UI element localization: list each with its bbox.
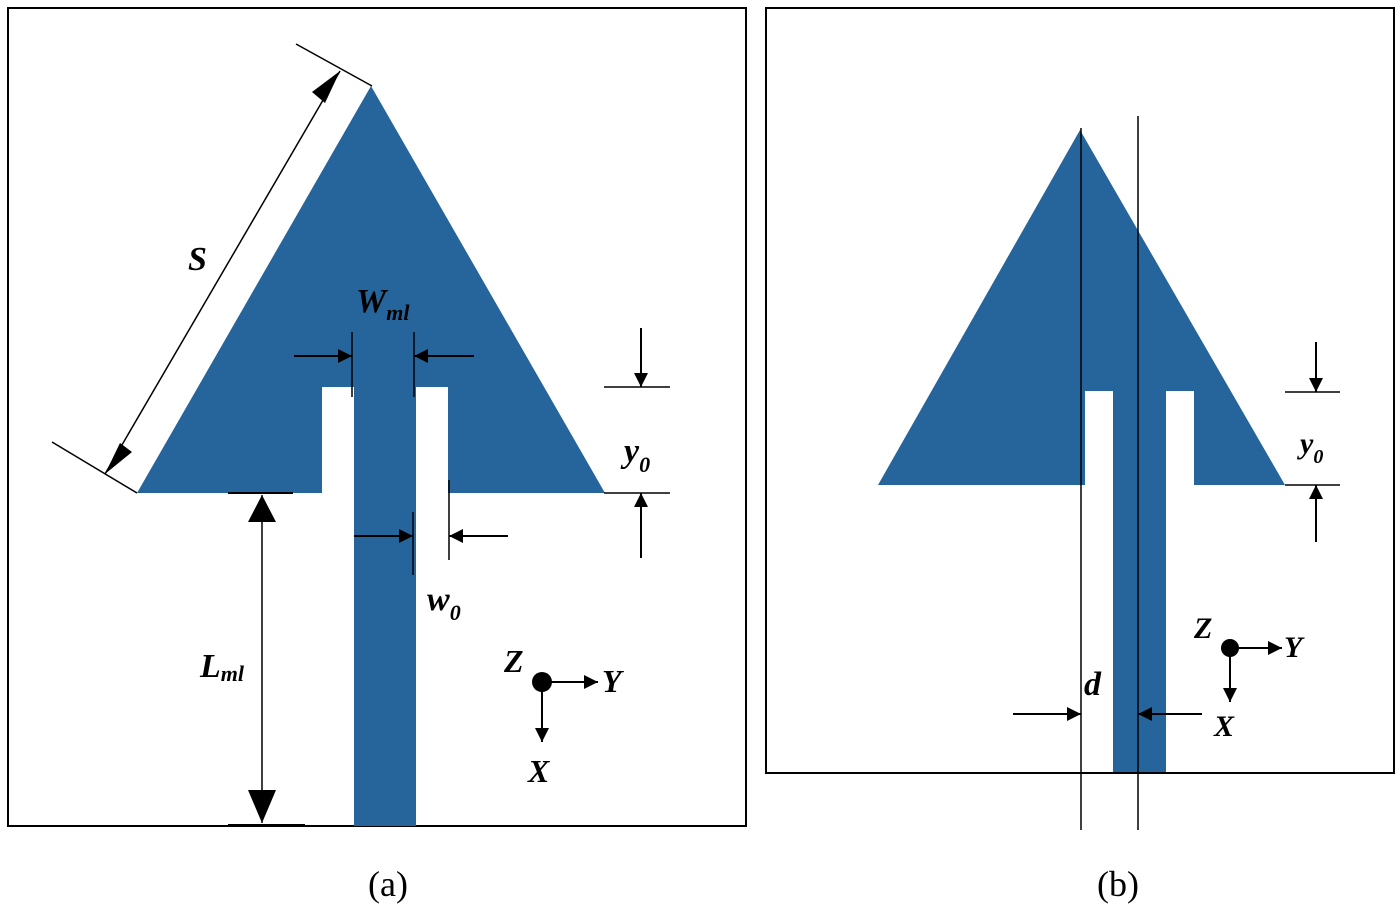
panel-a: S Wml y0 <box>7 7 747 904</box>
axes-b: Z Y X <box>1193 612 1305 743</box>
label-w0: w0 <box>427 581 461 625</box>
label-y0-a: y0 <box>620 433 650 477</box>
label-wml-main: W <box>356 283 389 320</box>
label-wml: Wml <box>356 283 410 325</box>
label-lml-sub: ml <box>221 661 245 686</box>
label-lml-main: L <box>199 648 221 685</box>
axis-label-x-b: X <box>1213 710 1235 743</box>
label-y0-a-sub: 0 <box>639 452 650 477</box>
panel-b-frame <box>765 7 1395 774</box>
label-y0-b-main: y <box>1297 427 1314 460</box>
dimension-w0: w0 <box>354 480 508 625</box>
panel-a-triangle-patch <box>137 86 605 826</box>
dimension-d: d <box>1013 116 1202 830</box>
axis-label-z-a: Z <box>503 643 524 679</box>
label-y0-b: y0 <box>1297 427 1323 468</box>
axis-label-x-a: X <box>527 753 550 789</box>
label-y0-a-main: y <box>620 433 640 470</box>
label-lml: Lml <box>199 648 245 686</box>
axis-label-y-b: Y <box>1284 631 1305 664</box>
dimension-y0-a: y0 <box>604 328 670 558</box>
axis-label-y-a: Y <box>602 663 624 699</box>
dimension-s: S <box>51 43 373 494</box>
panel-b: d y0 Z Y X (b) <box>765 7 1395 904</box>
label-s: S <box>188 241 207 278</box>
caption-a: (a) <box>368 864 408 904</box>
dimension-y0-b: y0 <box>1285 342 1340 542</box>
caption-b: (b) <box>1097 864 1139 904</box>
label-wml-sub: ml <box>386 300 410 325</box>
label-w0-main: w <box>427 581 450 618</box>
axes-a: Z Y X <box>503 643 624 789</box>
label-d: d <box>1084 666 1102 703</box>
dimension-lml: Lml <box>190 492 305 826</box>
axis-label-z-b: Z <box>1193 612 1212 645</box>
label-w0-sub: 0 <box>450 600 461 625</box>
label-y0-b-sub: 0 <box>1313 446 1323 468</box>
dimension-wml: Wml <box>294 283 474 397</box>
